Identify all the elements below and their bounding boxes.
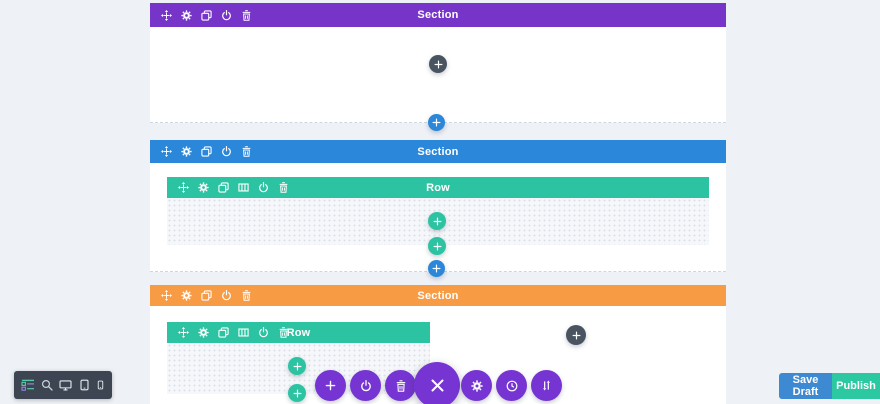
power-icon[interactable]: [258, 327, 269, 338]
tablet-icon[interactable]: [79, 379, 90, 391]
duplicate-icon[interactable]: [218, 327, 229, 338]
columns-icon[interactable]: [238, 327, 249, 338]
section-3-toolbar[interactable]: Section: [150, 285, 726, 306]
section-1-toolbar[interactable]: Section: [150, 3, 726, 27]
trash-icon[interactable]: [278, 182, 289, 193]
duplicate-icon[interactable]: [218, 182, 229, 193]
section-2-toolbar[interactable]: Section: [150, 140, 726, 163]
insert-column-button-green[interactable]: [428, 212, 446, 230]
insert-column-button-green[interactable]: [288, 357, 306, 375]
move-icon[interactable]: [178, 182, 189, 193]
columns-icon[interactable]: [238, 182, 249, 193]
move-icon[interactable]: [161, 146, 172, 157]
add-section-button-blue[interactable]: [428, 114, 445, 131]
desktop-icon[interactable]: [59, 379, 73, 391]
gear-icon[interactable]: [198, 182, 209, 193]
add-section-button-blue[interactable]: [428, 260, 445, 277]
row-1-toolbar[interactable]: Row: [167, 177, 709, 198]
duplicate-icon[interactable]: [201, 9, 212, 21]
zoom-icon[interactable]: [41, 379, 53, 391]
power-icon[interactable]: [258, 182, 269, 193]
insert-module-button-dark[interactable]: [566, 325, 586, 345]
add-row-button-green[interactable]: [428, 237, 446, 255]
move-icon[interactable]: [161, 290, 172, 301]
gear-icon[interactable]: [198, 327, 209, 338]
row-2-toolbar-icons: [167, 327, 289, 338]
trash-icon[interactable]: [241, 9, 252, 21]
power-icon[interactable]: [350, 370, 381, 401]
gear-icon[interactable]: [181, 146, 192, 157]
row-1-toolbar-icons: [167, 182, 289, 193]
duplicate-icon[interactable]: [201, 146, 212, 157]
clock-icon[interactable]: [496, 370, 527, 401]
view-mode-toolbar: [14, 371, 112, 399]
row-2-toolbar[interactable]: Row: [167, 322, 430, 343]
trash-icon[interactable]: [241, 290, 252, 301]
add-row-button-green[interactable]: [288, 384, 306, 402]
trash-icon[interactable]: [385, 370, 416, 401]
gear-icon[interactable]: [181, 9, 192, 21]
plus-icon[interactable]: [315, 370, 346, 401]
save-draft-button[interactable]: Save Draft: [779, 373, 832, 399]
wireframe-view-icon[interactable]: [21, 379, 35, 391]
duplicate-icon[interactable]: [201, 290, 212, 301]
insert-module-button-dark[interactable]: [429, 55, 447, 73]
publish-button[interactable]: Publish: [832, 373, 880, 399]
power-icon[interactable]: [221, 290, 232, 301]
trash-icon[interactable]: [278, 327, 289, 338]
gear-icon[interactable]: [461, 370, 492, 401]
power-icon[interactable]: [221, 9, 232, 21]
power-icon[interactable]: [221, 146, 232, 157]
gear-icon[interactable]: [181, 290, 192, 301]
section-2-toolbar-icons: [150, 146, 252, 157]
trash-icon[interactable]: [241, 146, 252, 157]
close-icon[interactable]: [414, 362, 460, 404]
section-1-toolbar-icons: [150, 9, 252, 21]
move-icon[interactable]: [178, 327, 189, 338]
swap-icon[interactable]: [531, 370, 562, 401]
section-1-body: [150, 27, 726, 123]
section-3-toolbar-icons: [150, 290, 252, 301]
move-icon[interactable]: [161, 9, 172, 21]
phone-icon[interactable]: [96, 379, 105, 391]
